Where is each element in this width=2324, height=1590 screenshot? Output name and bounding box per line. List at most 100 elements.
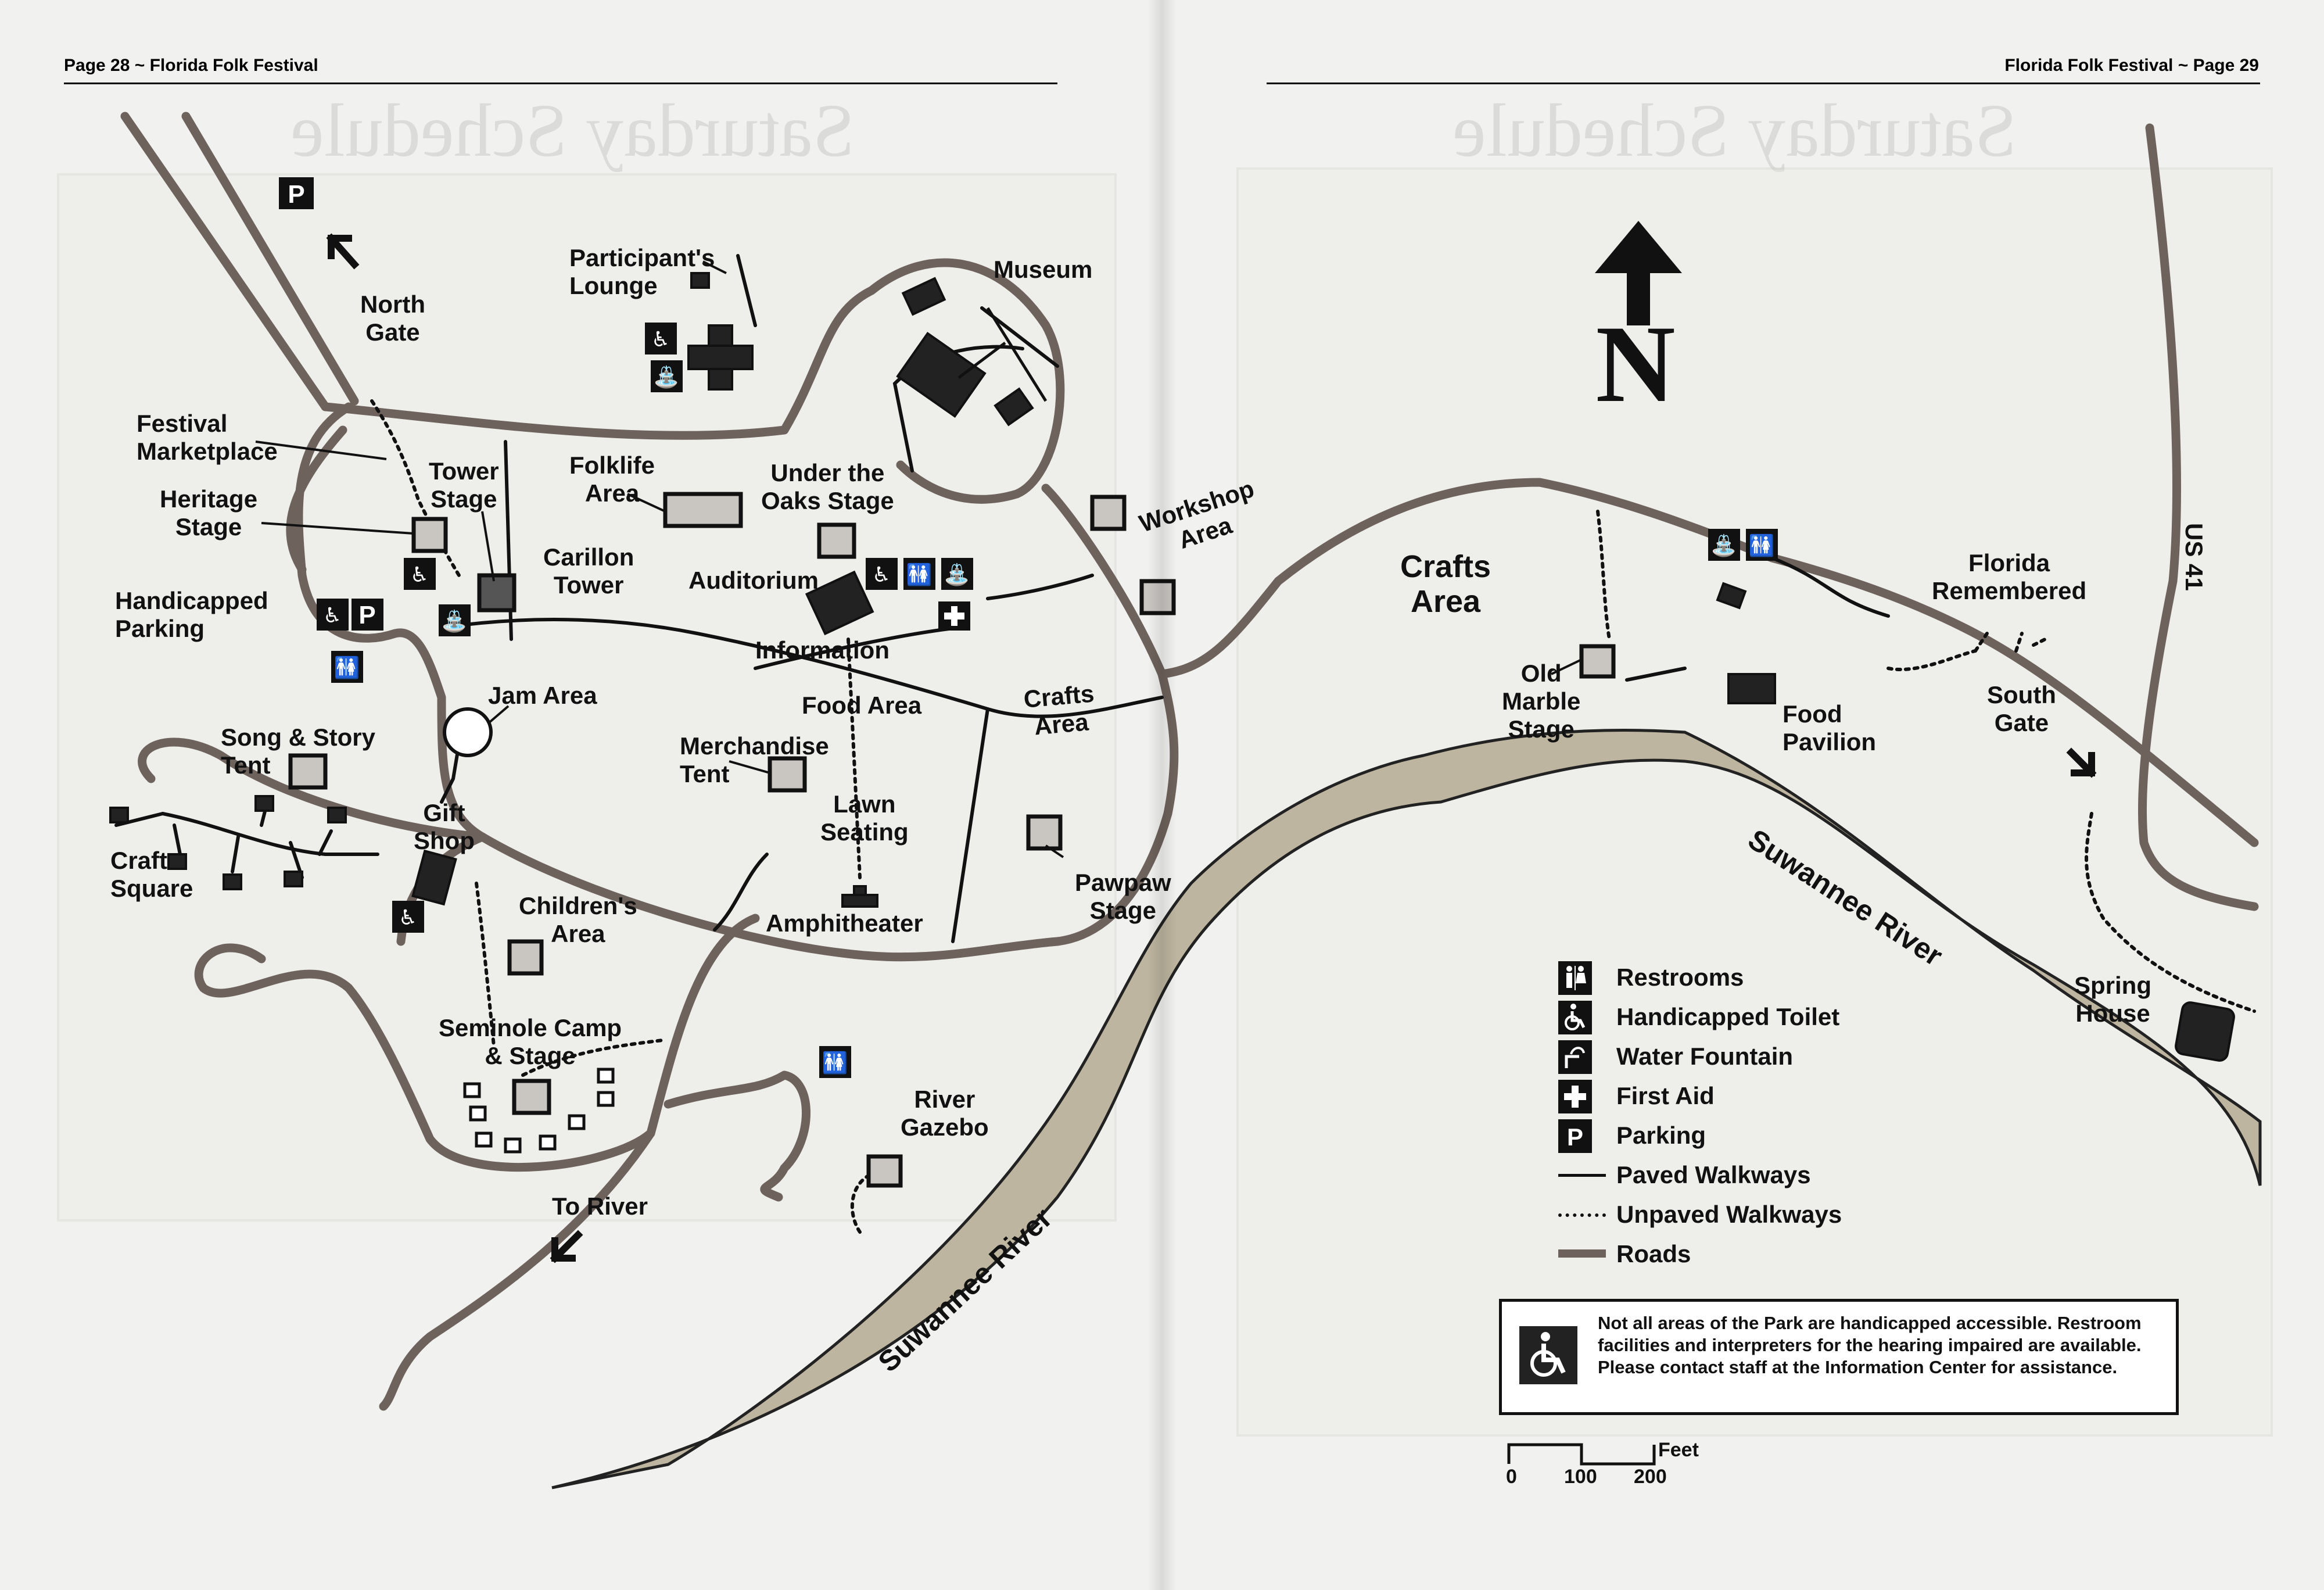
label-food-pavilion: Food Pavilion	[1783, 700, 1877, 755]
legend-label-unpaved-walkways: Unpaved Walkways	[1616, 1201, 1842, 1228]
svg-text:P: P	[1567, 1123, 1583, 1151]
header-rule-left	[64, 83, 1057, 84]
svg-text:🚻: 🚻	[822, 1051, 848, 1075]
legend-row-paved-walkways: Paved Walkways	[1558, 1155, 1965, 1195]
svg-text:⛲: ⛲	[442, 609, 468, 633]
label-seminole-camp: Seminole Camp & Stage	[439, 1014, 622, 1069]
museum-building	[896, 331, 987, 418]
label-museum: Museum	[994, 256, 1093, 283]
label-south-gate: South Gate	[1987, 681, 2056, 736]
legend-row-first-aid: First Aid	[1558, 1076, 1965, 1116]
auditorium-building	[805, 570, 874, 636]
label-old-marble-stage: Old Marble Stage	[1502, 660, 1581, 743]
label-childrens-area: Children's Area	[519, 892, 637, 947]
seminole-huts	[463, 1068, 615, 1154]
label-merchandise-tent: Merchandise Tent	[680, 732, 829, 787]
svg-text:P: P	[358, 601, 375, 629]
scale-bar: Feet 0 100 200	[1506, 1438, 1699, 1488]
legend-label-roads: Roads	[1616, 1240, 1691, 1267]
label-river-gazebo: River Gazebo	[901, 1086, 989, 1141]
svg-text:♿: ♿	[651, 328, 670, 352]
legend-row-parking: P Parking	[1558, 1116, 1965, 1155]
label-folklife-area: Folklife Area	[569, 452, 655, 507]
scale-bar-graphic	[1507, 1443, 1656, 1466]
svg-text:♿: ♿	[399, 906, 417, 930]
label-pointers	[255, 260, 1582, 858]
svg-text:🚻: 🚻	[1749, 533, 1775, 558]
jam-area-circle	[443, 707, 493, 757]
label-craft-square: Craft Square	[110, 847, 193, 902]
svg-text:⛲: ⛲	[654, 365, 680, 389]
roads	[120, 112, 2259, 1411]
old-marble-stage-building	[1579, 644, 1616, 679]
parking-letters: P P	[288, 180, 375, 629]
label-gift-shop: Gift Shop	[414, 799, 475, 854]
svg-text:♿: ♿	[323, 604, 342, 628]
parking-icon: P	[1558, 1119, 1592, 1153]
road-line	[1558, 1249, 1606, 1258]
svg-text:⛲: ⛲	[944, 563, 970, 587]
spring-house-building	[2175, 1001, 2235, 1062]
scale-tick-200: 200	[1634, 1466, 1667, 1488]
amenity-glyphs: ♿ ⛲ ♿ ♿ ⛲ 🚻 ♿ 🚻 ⛲ ♿ 🚻 ⛲ 🚻	[323, 328, 1775, 1075]
parking-markers	[279, 177, 383, 631]
paved-walkway-line	[1558, 1174, 1606, 1177]
label-crafts-area-small: Crafts Area	[1023, 679, 1096, 740]
label-lawn-seating: Lawn Seating	[820, 790, 909, 846]
unpaved-walkway-line	[1558, 1213, 1606, 1217]
first-aid-icon	[1558, 1080, 1592, 1113]
handicapped-toilet-icon	[1558, 1001, 1592, 1034]
label-spring-house: Spring House	[2074, 972, 2151, 1027]
header-rule-right	[1267, 83, 2260, 84]
page-fold	[1147, 0, 1177, 1590]
dark-buildings	[109, 272, 2235, 1062]
map-legend: Restrooms Handicapped Toilet Water Fount…	[1558, 958, 1965, 1274]
svg-text:P: P	[288, 180, 304, 209]
legend-row-unpaved-walkways: Unpaved Walkways	[1558, 1195, 1965, 1234]
north-arrow: N	[1595, 221, 1682, 425]
river-gazebo-building	[866, 1154, 903, 1188]
svg-text:🚻: 🚻	[334, 656, 360, 680]
first-aid-marker	[938, 601, 970, 631]
accessibility-note: Not all areas of the Park are handicappe…	[1499, 1299, 2179, 1415]
label-auditorium: Auditorium	[688, 567, 819, 594]
label-heritage-stage: Heritage Stage	[160, 485, 258, 540]
legend-label-first-aid: First Aid	[1616, 1082, 1715, 1109]
handicapped-icon	[1519, 1326, 1577, 1384]
label-to-river: To River	[552, 1192, 648, 1220]
accessibility-note-text: Not all areas of the Park are handicappe…	[1598, 1313, 2142, 1377]
legend-label-paved-walkways: Paved Walkways	[1616, 1161, 1811, 1188]
label-us-41: US 41	[2180, 523, 2208, 591]
legend-row-handicapped-toilet: Handicapped Toilet	[1558, 997, 1965, 1037]
seminole-stage-building	[512, 1079, 551, 1115]
label-under-the-oaks-stage: Under the Oaks Stage	[761, 459, 894, 514]
label-florida-remembered: Florida Remembered	[1932, 549, 2087, 604]
label-pawpaw-stage: Pawpaw Stage	[1075, 869, 1171, 924]
museum-lines	[957, 307, 1048, 402]
label-festival-marketplace: Festival Marketplace	[137, 410, 278, 465]
svg-text:♿: ♿	[410, 563, 429, 587]
amphitheater-stage	[841, 894, 878, 908]
folklife-area-building	[663, 492, 743, 528]
label-tower-stage: Tower Stage	[429, 457, 499, 513]
workshop-area-building-1	[1090, 495, 1127, 531]
svg-text:🚻: 🚻	[906, 563, 933, 587]
scale-unit: Feet	[1658, 1439, 1699, 1461]
suwannee-river	[551, 728, 2262, 1489]
label-amphitheater: Amphitheater	[766, 909, 923, 937]
legend-label-restrooms: Restrooms	[1616, 964, 1744, 991]
label-handicapped-parking: Handicapped Parking	[115, 587, 268, 642]
north-letter: N	[1595, 303, 1675, 425]
unpaved-walkways	[370, 399, 2256, 1234]
scale-tick-0: 0	[1506, 1466, 1517, 1488]
label-carillon-tower: Carillon Tower	[543, 543, 634, 599]
song-story-tent-building	[288, 753, 328, 790]
page-header-left: Page 28 ~ Florida Folk Festival	[64, 56, 318, 75]
under-oaks-stage-building	[817, 522, 856, 559]
direction-arrows	[326, 233, 2097, 1263]
amenity-icons	[317, 323, 1778, 1078]
label-crafts-area-big: Crafts Area	[1400, 549, 1491, 619]
label-jam-area: Jam Area	[488, 682, 597, 709]
